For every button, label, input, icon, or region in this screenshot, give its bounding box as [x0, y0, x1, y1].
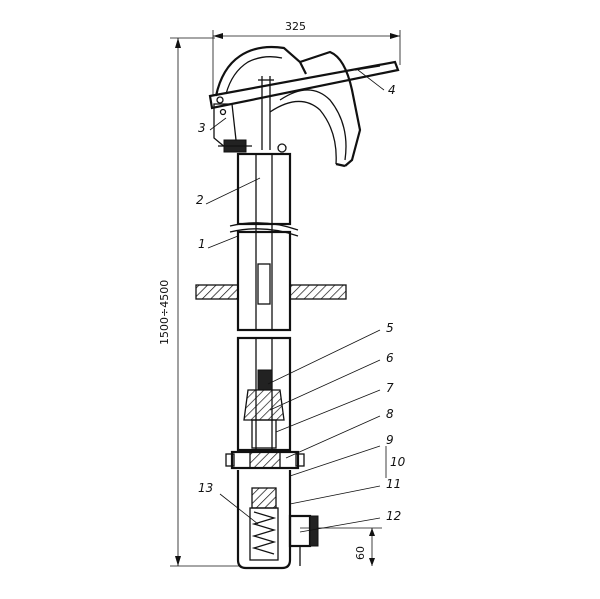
leader-lines: [205, 69, 387, 533]
callout-8: 8: [386, 407, 394, 421]
dimension-width: 325: [212, 20, 401, 96]
callout-5: 5: [386, 321, 394, 335]
ground-section: [195, 284, 347, 300]
dimension-width-label: 325: [285, 20, 306, 33]
dimension-bottom: 60: [300, 527, 382, 566]
lower-pipe: [236, 336, 292, 452]
callout-11: 11: [386, 477, 401, 491]
dimension-height: 1500÷4500: [158, 37, 240, 567]
callout-3: 3: [198, 121, 206, 135]
upper-pipe: [229, 143, 299, 332]
head-bolt: [218, 139, 252, 153]
lever-handle: [208, 60, 400, 150]
callout-2: 2: [196, 193, 204, 207]
callout-13: 13: [198, 481, 213, 495]
dimension-height-label: 1500÷4500: [158, 280, 171, 345]
callout-1: 1: [198, 237, 206, 251]
callout-10: 10: [390, 455, 406, 469]
callout-7: 7: [386, 381, 394, 395]
dimension-bottom-label: 60: [354, 546, 367, 560]
valve-body: [236, 470, 319, 570]
callout-9: 9: [386, 433, 394, 447]
callout-4: 4: [388, 83, 396, 97]
callout-6: 6: [386, 351, 394, 365]
callout-12: 12: [386, 509, 401, 523]
coupling-flange: [225, 450, 305, 470]
